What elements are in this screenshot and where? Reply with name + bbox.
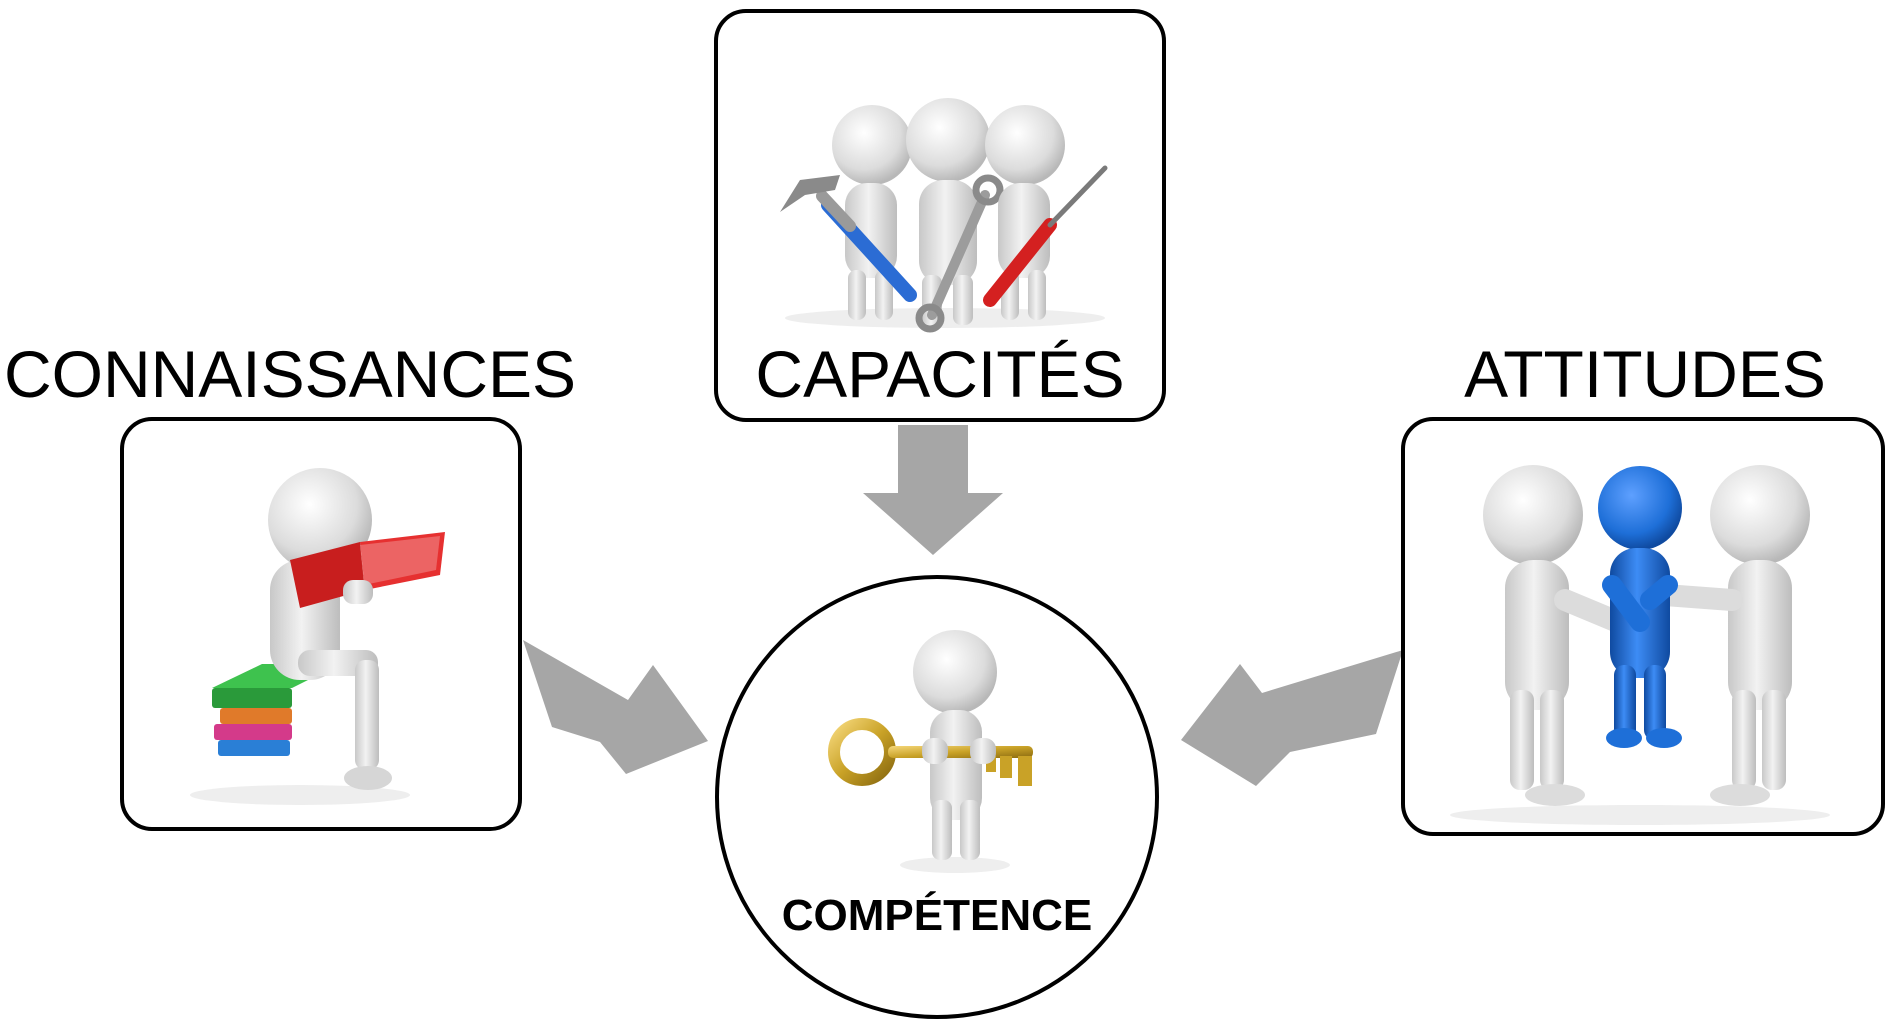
arrow-capacites-to-competence xyxy=(863,425,1003,555)
label-competence: COMPÉTENCE xyxy=(782,890,1092,940)
arrow-attitudes-to-competence xyxy=(1181,650,1403,786)
person-reading-book-icon xyxy=(190,468,445,805)
people-with-tools-icon xyxy=(780,98,1108,333)
node-connaissances: CONNAISSANCES xyxy=(4,337,576,831)
arrow-connaissances-to-competence xyxy=(523,640,708,774)
node-attitudes: ATTITUDES xyxy=(1401,337,1885,836)
people-handshake-icon xyxy=(1450,465,1830,825)
node-competence: COMPÉTENCE xyxy=(715,575,1159,1019)
node-capacites: CAPACITÉS xyxy=(714,9,1166,422)
label-attitudes: ATTITUDES xyxy=(1464,337,1826,411)
label-capacites: CAPACITÉS xyxy=(755,337,1124,411)
person-holding-key-icon xyxy=(828,630,1033,873)
label-connaissances: CONNAISSANCES xyxy=(4,337,576,411)
